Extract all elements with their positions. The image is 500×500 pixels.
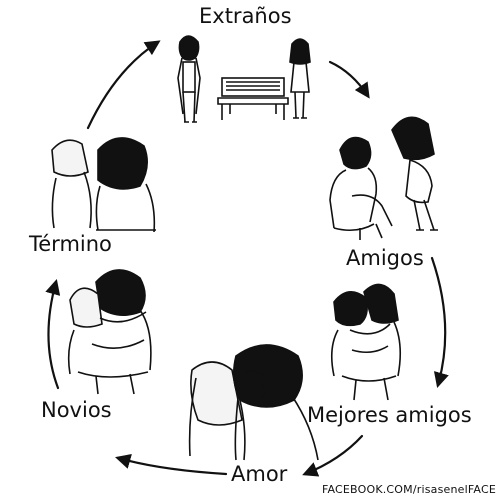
love-illustration [188,344,319,461]
friends-illustration [329,116,438,240]
arrow-extranos-to-amigos-icon [328,60,370,99]
source-credit: FACEBOOK.COM/risasenelFACE [321,483,496,496]
best-friends-illustration [330,283,402,401]
arrow-amor-to-novios-icon [115,453,228,476]
stage-label-amigos: Amigos [346,246,424,270]
stage-label-novios: Novios [41,398,112,422]
arrow-termino-to-extranos-icon [86,40,161,130]
arrow-novios-to-termino-icon [45,279,61,390]
arrow-mejores-to-amor-icon [302,434,364,477]
strangers-illustration [177,35,311,123]
dating-illustration [67,269,152,395]
stage-label-amor: Amor [231,462,288,486]
arrow-amigos-to-mejores-icon [430,256,449,388]
stage-label-mejores-amigos: Mejores amigos [307,403,472,427]
breakup-illustration [51,137,156,233]
cycle-arrows [45,40,449,477]
stage-label-termino: Término [29,232,112,256]
stage-label-extranos: Extraños [199,4,292,28]
